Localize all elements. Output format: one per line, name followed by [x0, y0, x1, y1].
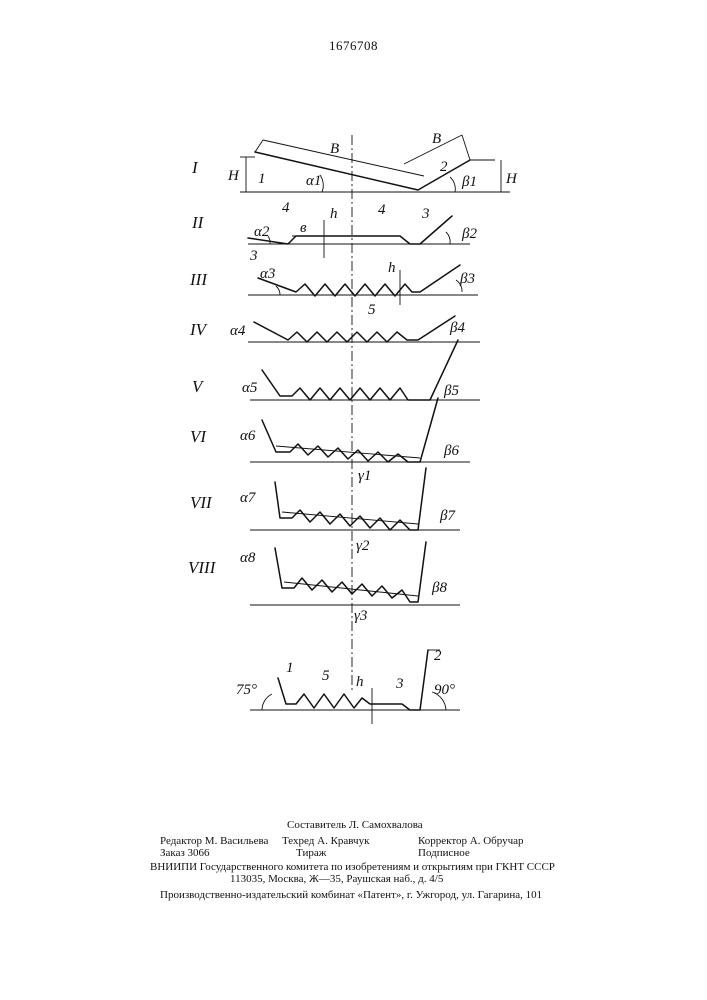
final-num-2: 2	[434, 648, 442, 664]
stage-1-H-right: H	[505, 171, 518, 187]
stage-3-alpha: α3	[260, 266, 275, 282]
stage-1-B-left: B	[330, 141, 339, 157]
final-num-1: 1	[286, 660, 294, 676]
stage-3-label: III	[189, 270, 208, 289]
stage-6: VI α6 β6 γ1	[190, 398, 470, 484]
stage-3-beta: β3	[459, 271, 475, 287]
stage-1: I B B H H 1 2 α1 β1	[191, 131, 518, 192]
stage-6-alpha: α6	[240, 428, 256, 444]
final-profile-outline	[278, 650, 428, 710]
final-h: h	[356, 674, 364, 690]
stage-7-label: VII	[190, 493, 213, 512]
stage-4-label: IV	[189, 320, 209, 339]
stage-8-gamma: γ3	[354, 608, 367, 624]
stage-1-H-left: H	[227, 168, 240, 184]
stage-2-beta: β2	[461, 226, 477, 242]
stage-6-gamma: γ1	[358, 468, 371, 484]
stage-2-b: в	[300, 220, 307, 236]
stage-6-label: VI	[190, 427, 207, 446]
stage-2-label: II	[191, 213, 205, 232]
stage-7-profile	[275, 468, 426, 530]
stage-5: V α5 β5	[192, 340, 480, 400]
stage-4: IV α4 β4	[189, 316, 480, 342]
stage-1-profile	[255, 152, 470, 190]
imprint-circulation: Тираж	[296, 846, 326, 860]
stage-1-beta: β1	[461, 174, 477, 190]
stage-3-profile	[258, 265, 460, 296]
stage-8-profile	[275, 542, 426, 602]
stage-1-num-2: 2	[440, 159, 448, 175]
stage-1-num-1: 1	[258, 171, 266, 187]
stage-5-alpha: α5	[242, 380, 258, 396]
stage-8: VIII α8 β8 γ3	[188, 542, 460, 624]
stage-3-num-5: 5	[368, 302, 376, 318]
imprint-publisher: Производственно-издательский комбинат «П…	[160, 888, 542, 902]
stage-7-alpha: α7	[240, 490, 257, 506]
stage-1-alpha: α1	[306, 173, 321, 189]
imprint-address: 113035, Москва, Ж—35, Раушская наб., д. …	[230, 872, 443, 886]
final-num-3: 3	[395, 676, 404, 692]
stage-2-alpha: α2	[254, 224, 270, 240]
stage-2-num-4a: 4	[282, 200, 290, 216]
imprint-order: Заказ 3066	[160, 846, 210, 860]
stage-2-num-4b: 4	[378, 202, 386, 218]
stage-2-num-3b: 3	[421, 206, 430, 222]
stage-7-beta: β7	[439, 508, 456, 524]
final-profile: 75° 90° 1 2 3 5 h	[236, 648, 460, 724]
final-num-5: 5	[322, 668, 330, 684]
imprint-subscription: Подписное	[418, 846, 470, 860]
final-angle-right: 90°	[434, 682, 455, 698]
stage-8-alpha: α8	[240, 550, 256, 566]
stage-5-profile	[262, 340, 458, 400]
final-angle-left: 75°	[236, 682, 257, 698]
stage-7: VII α7 β7 γ2	[190, 468, 460, 554]
stage-7-gamma: γ2	[356, 538, 370, 554]
stage-4-profile	[254, 316, 455, 342]
stage-2-num-3a: 3	[249, 248, 258, 264]
stage-2-h: h	[330, 206, 338, 222]
stage-4-beta: β4	[449, 320, 465, 336]
imprint-compiler: Составитель Л. Самохвалова	[287, 818, 423, 832]
stage-1-label: I	[191, 158, 199, 177]
stage-3: III α3 β3 5 h	[189, 260, 478, 318]
stage-3-h: h	[388, 260, 396, 276]
stage-4-alpha: α4	[230, 323, 246, 339]
stage-5-label: V	[192, 377, 205, 396]
stage-8-beta: β8	[431, 580, 447, 596]
stage-1-B-right: B	[432, 131, 441, 147]
stage-5-beta: β5	[443, 383, 459, 399]
stage-8-label: VIII	[188, 558, 217, 577]
stage-2: II α2 β2 4 4 3 3 в h	[191, 200, 477, 264]
stage-6-beta: β6	[443, 443, 459, 459]
